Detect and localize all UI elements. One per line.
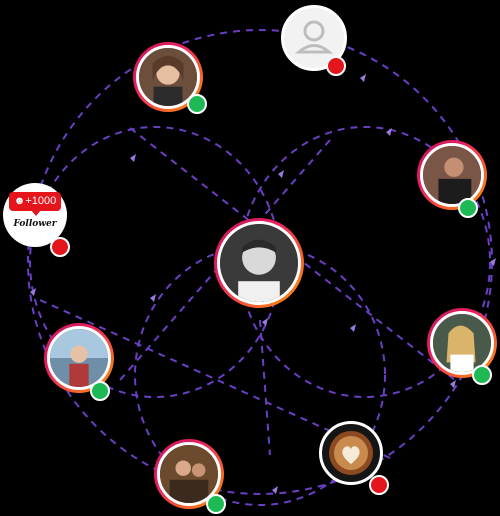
connection-marker: [450, 380, 456, 388]
connection-marker: [350, 324, 356, 332]
user-icon: ☻: [13, 195, 26, 207]
contact-avatar[interactable]: [154, 439, 224, 509]
connection-marker: [490, 258, 496, 266]
avatar-photo: [420, 143, 484, 207]
contact-avatar[interactable]: [427, 308, 497, 378]
center-spoke-line: [259, 319, 271, 456]
status-online-dot: [187, 94, 207, 114]
connection-marker: [262, 318, 268, 326]
status-online-dot: [206, 494, 226, 514]
status-offline-dot: [369, 475, 389, 495]
follower-count-badge: ☻+1000: [9, 192, 61, 216]
avatar-photo: [47, 326, 111, 390]
connection-marker: [150, 294, 156, 302]
coffee-avatar[interactable]: [319, 421, 383, 485]
status-online-dot: [472, 365, 492, 385]
avatar-photo: [157, 442, 221, 506]
user-silhouette-icon: [294, 20, 334, 54]
connection-marker: [278, 170, 284, 178]
status-offline-dot: [326, 56, 346, 76]
diagonal-line-1: [129, 127, 456, 381]
coffee-heart-icon: [329, 431, 373, 475]
connection-marker: [30, 288, 36, 296]
connection-marker: [130, 154, 136, 162]
connection-marker: [272, 486, 278, 494]
contact-avatar[interactable]: [417, 140, 487, 210]
contact-avatar[interactable]: [133, 42, 203, 112]
avatar-photo: [430, 311, 494, 375]
connection-marker: [360, 74, 366, 82]
follower-card: ☻+1000 Follower: [3, 183, 67, 247]
status-offline-dot: [50, 237, 70, 257]
status-online-dot: [90, 381, 110, 401]
avatar-photo: [217, 221, 301, 305]
follower-label: Follower: [13, 219, 57, 229]
follower-count: +1000: [25, 195, 57, 207]
status-online-dot: [458, 198, 478, 218]
center-user-avatar[interactable]: [214, 218, 304, 308]
contact-avatar[interactable]: [44, 323, 114, 393]
connection-marker: [386, 128, 392, 136]
avatar-photo: [136, 45, 200, 109]
